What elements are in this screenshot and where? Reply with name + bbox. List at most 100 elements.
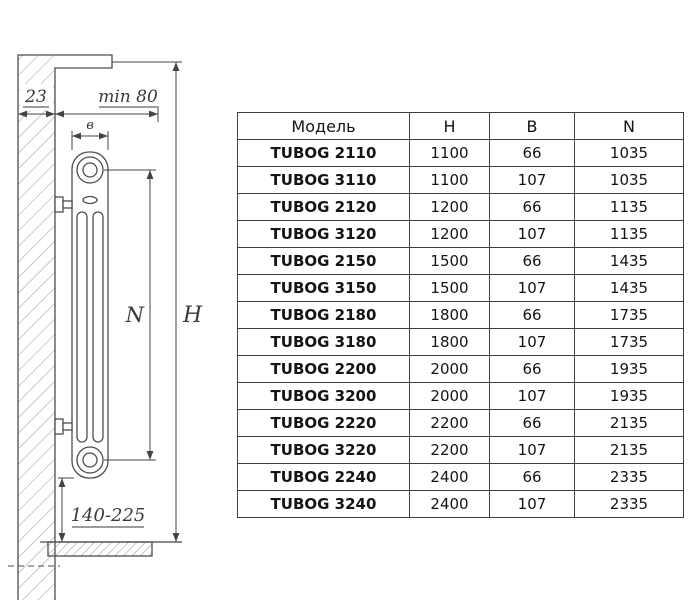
- value-cell: 2135: [574, 409, 684, 437]
- model-cell: TUBOG 2110: [237, 139, 410, 167]
- column-header-1: H: [409, 112, 490, 140]
- value-cell: 1035: [574, 166, 684, 194]
- dimension-depth-b: в: [71, 118, 109, 150]
- value-cell: 2335: [574, 490, 684, 518]
- value-cell: 66: [489, 247, 575, 275]
- radiator-installation-drawing: 23 min 80 в N H 140-225: [8, 54, 203, 600]
- model-cell: TUBOG 3110: [237, 166, 410, 194]
- value-cell: 1100: [409, 166, 490, 194]
- model-cell: TUBOG 3220: [237, 436, 410, 464]
- dimension-wall-offset: 23: [18, 84, 55, 118]
- radiator-tube: [76, 211, 88, 443]
- value-cell: 1435: [574, 274, 684, 302]
- value-cell: 66: [489, 355, 575, 383]
- value-cell: 1500: [409, 274, 490, 302]
- column-header-2: B: [489, 112, 575, 140]
- value-cell: 1435: [574, 247, 684, 275]
- model-cell: TUBOG 3120: [237, 220, 410, 248]
- value-cell: 107: [489, 382, 575, 410]
- value-cell: 2200: [409, 409, 490, 437]
- column-header-3: N: [574, 112, 684, 140]
- value-cell: 2000: [409, 355, 490, 383]
- value-cell: 107: [489, 328, 575, 356]
- value-cell: 66: [489, 139, 575, 167]
- value-cell: 66: [489, 193, 575, 221]
- value-cell: 107: [489, 166, 575, 194]
- value-cell: 1800: [409, 328, 490, 356]
- radiator-tube: [92, 211, 104, 443]
- dimension-min-depth: min 80: [55, 87, 159, 122]
- value-cell: 1500: [409, 247, 490, 275]
- value-cell: 1800: [409, 301, 490, 329]
- value-cell: 107: [489, 220, 575, 248]
- bottom-connection-inner: [82, 452, 98, 468]
- wall: [8, 54, 113, 600]
- value-cell: 1035: [574, 139, 684, 167]
- column-header-0: Модель: [237, 112, 410, 140]
- model-cell: TUBOG 3150: [237, 274, 410, 302]
- dimension-center-distance-n: N: [104, 169, 156, 461]
- dim-b-label: в: [86, 118, 94, 133]
- model-cell: TUBOG 2240: [237, 463, 410, 491]
- value-cell: 66: [489, 301, 575, 329]
- air-vent: [82, 195, 98, 205]
- model-cell: TUBOG 2180: [237, 301, 410, 329]
- dimension-height-h: H: [112, 61, 203, 543]
- value-cell: 1735: [574, 301, 684, 329]
- value-cell: 2335: [574, 463, 684, 491]
- wall-hatching: [18, 55, 55, 600]
- value-cell: 2400: [409, 463, 490, 491]
- top-connection-inner: [82, 162, 98, 178]
- label-backing: [20, 84, 53, 110]
- dim-23-label: 23: [24, 87, 47, 107]
- value-cell: 2400: [409, 490, 490, 518]
- value-cell: 107: [489, 274, 575, 302]
- dimension-floor-clearance: 140-225: [58, 477, 146, 542]
- dim-min80-label: min 80: [98, 87, 158, 107]
- value-cell: 2135: [574, 436, 684, 464]
- dim-h-label: H: [182, 303, 203, 328]
- value-cell: 1200: [409, 220, 490, 248]
- value-cell: 1200: [409, 193, 490, 221]
- value-cell: 107: [489, 436, 575, 464]
- model-cell: TUBOG 3200: [237, 382, 410, 410]
- value-cell: 1135: [574, 193, 684, 221]
- model-cell: TUBOG 3240: [237, 490, 410, 518]
- model-cell: TUBOG 2220: [237, 409, 410, 437]
- value-cell: 66: [489, 409, 575, 437]
- value-cell: 1935: [574, 382, 684, 410]
- model-cell: TUBOG 3180: [237, 328, 410, 356]
- value-cell: 2000: [409, 382, 490, 410]
- floor: [40, 541, 182, 557]
- value-cell: 1735: [574, 328, 684, 356]
- dim-floor-label: 140-225: [71, 505, 146, 526]
- model-cell: TUBOG 2200: [237, 355, 410, 383]
- value-cell: 66: [489, 463, 575, 491]
- value-cell: 1935: [574, 355, 684, 383]
- wall-bracket-bottom: [54, 418, 73, 435]
- wall-bracket-top: [54, 196, 73, 213]
- radiator: [54, 151, 109, 479]
- floor-hatching: [47, 541, 153, 557]
- value-cell: 2200: [409, 436, 490, 464]
- value-cell: 107: [489, 490, 575, 518]
- dim-n-label: N: [125, 303, 145, 327]
- value-cell: 1135: [574, 220, 684, 248]
